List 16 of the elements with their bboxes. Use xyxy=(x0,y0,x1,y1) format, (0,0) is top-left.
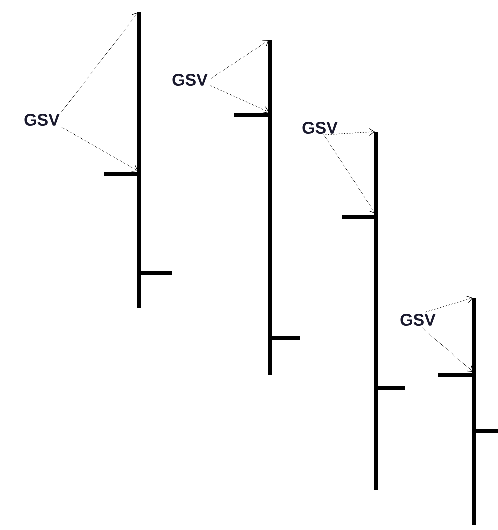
arrow xyxy=(424,296,474,313)
tick-mark xyxy=(104,172,139,176)
arrow xyxy=(324,136,376,214)
gsv-label: GSV xyxy=(172,74,208,86)
arrow xyxy=(210,40,270,80)
gsv-label: GSV xyxy=(400,314,436,326)
arrow xyxy=(61,12,138,113)
tick-mark xyxy=(438,373,474,377)
arrow xyxy=(62,127,138,172)
arrow xyxy=(210,85,270,114)
tick-mark xyxy=(342,215,376,219)
arrow xyxy=(323,128,375,136)
arrow xyxy=(422,328,474,372)
tick-mark xyxy=(234,113,270,117)
gsv-label: GSV xyxy=(24,114,60,126)
gsv-label: GSV xyxy=(302,122,338,134)
